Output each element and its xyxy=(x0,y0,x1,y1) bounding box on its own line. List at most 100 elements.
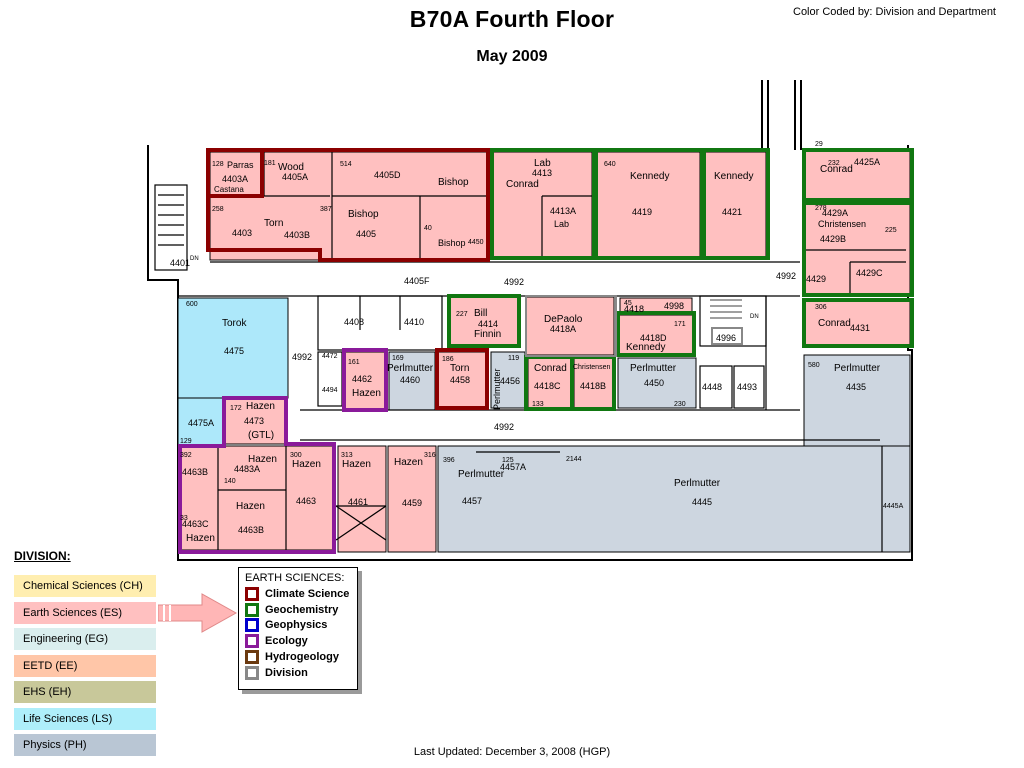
room-fill xyxy=(617,357,697,409)
room-id: 4475A xyxy=(188,418,214,428)
occupant: Torok xyxy=(222,318,247,329)
room-number: 169 xyxy=(392,355,404,362)
room-id: 4992 xyxy=(292,352,312,362)
occupant: Bishop xyxy=(348,209,379,220)
occupant: Hazen xyxy=(352,388,381,399)
occupant: Bishop xyxy=(438,177,469,188)
room-number: 258 xyxy=(212,206,224,213)
occupant: Kennedy xyxy=(714,171,753,182)
geochem-outline xyxy=(802,148,914,202)
room-id: 4435 xyxy=(846,382,866,392)
room-fill xyxy=(490,351,526,409)
ecology-outline xyxy=(342,348,388,412)
room-fill xyxy=(223,397,287,445)
occupant: Perlmutter xyxy=(387,363,434,374)
room-id: 4992 xyxy=(504,277,524,287)
room-fills xyxy=(177,149,911,553)
occupant: Castana xyxy=(214,185,244,194)
room-number: 161 xyxy=(348,359,360,366)
page-subtitle: May 2009 xyxy=(476,48,548,65)
room-number: 133 xyxy=(532,401,544,408)
room-id: 4445 xyxy=(692,497,712,507)
room-id: 4405A xyxy=(282,172,308,182)
room-id: 4413 xyxy=(532,168,552,178)
room-id: 4472 xyxy=(322,353,338,360)
room-fill xyxy=(436,351,488,409)
occupant: Hazen xyxy=(248,454,277,465)
room-id: 4457A xyxy=(500,462,526,472)
room-id: 4425A xyxy=(854,157,880,167)
color-coded-note: Color Coded by: Division and Department xyxy=(793,6,996,18)
legend-row: Division xyxy=(245,665,357,681)
geochem-outline xyxy=(702,148,770,260)
room-number: 600 xyxy=(186,301,198,308)
room-id: 4463B xyxy=(182,467,208,477)
legend-row: Geophysics xyxy=(245,618,357,634)
room-fill xyxy=(343,351,387,411)
division-item: Engineering (EG) xyxy=(14,628,156,650)
legend-row: Geochemistry xyxy=(245,602,357,618)
division-item: EHS (EH) xyxy=(14,681,156,703)
room-id: 4429C xyxy=(856,268,883,278)
room-id: 4483A xyxy=(234,464,260,474)
legend-label: Ecology xyxy=(265,635,308,648)
room-id: 4401 xyxy=(170,258,190,268)
room-fill xyxy=(803,149,911,201)
room-number: 125 xyxy=(502,457,514,464)
room-id: 4459 xyxy=(402,498,422,508)
room-number: 640 xyxy=(604,161,616,168)
room-id: 4408 xyxy=(344,317,364,327)
occupant: Torn xyxy=(264,218,283,229)
legend-row: Climate Science xyxy=(245,586,357,602)
room-id: 4445A xyxy=(883,503,904,510)
climate-outline xyxy=(206,148,490,262)
color-swatch xyxy=(245,586,259,601)
room-id: 4460 xyxy=(400,375,420,385)
room-number: 230 xyxy=(674,401,686,408)
division-item: Earth Sciences (ES) xyxy=(14,601,156,624)
room-id: 4463B xyxy=(238,525,264,535)
division-outline xyxy=(525,295,617,357)
color-swatch xyxy=(245,665,259,680)
room-id: 4457 xyxy=(462,496,482,506)
color-swatch xyxy=(245,650,259,665)
occupant: Torn xyxy=(450,363,469,374)
occupant: DePaolo xyxy=(544,314,583,325)
room-number: 387 xyxy=(320,206,332,213)
occupant: Perlmutter xyxy=(674,478,721,489)
room-number: 140 xyxy=(224,478,236,485)
room-label: Lab xyxy=(554,219,569,229)
room-id: 4414 xyxy=(478,319,498,329)
room-id: 4996 xyxy=(716,333,736,343)
stairwell xyxy=(710,299,743,345)
room-number: 392 xyxy=(180,452,192,459)
room-fill xyxy=(881,445,911,553)
room-id: 4403B xyxy=(284,230,310,240)
occupant: Hazen xyxy=(394,457,423,468)
stair-mark: DN xyxy=(190,256,199,262)
room-number: 227 xyxy=(456,311,468,318)
room-number: 45 xyxy=(624,300,632,307)
room-number: 514 xyxy=(340,161,352,168)
occupant: Conrad xyxy=(506,179,539,190)
room-fill xyxy=(209,151,489,261)
room-id: 4992 xyxy=(494,422,514,432)
geochem-outline xyxy=(802,201,914,297)
room-fill xyxy=(437,445,883,553)
geochem-outline xyxy=(802,298,914,348)
room-id: 4473 xyxy=(244,416,264,426)
room-number: 33 xyxy=(180,515,188,522)
room-number: 119 xyxy=(508,355,519,362)
room-fill xyxy=(803,354,911,448)
room-number: 181 xyxy=(264,160,276,167)
occupant: Perlmutter xyxy=(492,368,502,410)
room-id: 4448 xyxy=(702,382,722,392)
room-id: 4413A xyxy=(550,206,576,216)
division-item: Life Sciences (LS) xyxy=(14,707,156,730)
room-id: 4418 xyxy=(624,304,644,314)
division-item: Chemical Sciences (CH) xyxy=(14,575,156,597)
occupant: Perlmutter xyxy=(630,363,677,374)
room-number: 316 xyxy=(424,452,436,459)
